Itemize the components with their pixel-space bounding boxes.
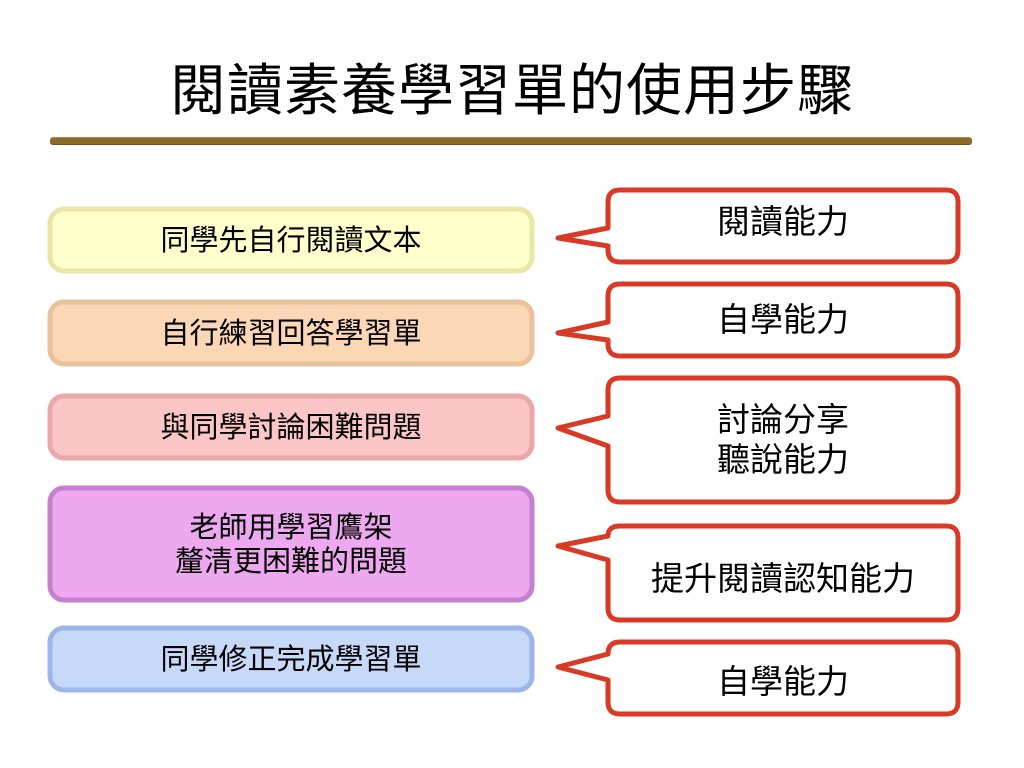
ability-callout-4 bbox=[555, 523, 961, 623]
step-box-4 bbox=[47, 485, 535, 603]
ability-label-1: 閱讀能力 bbox=[717, 202, 849, 241]
title-divider bbox=[50, 138, 972, 144]
ability-callout-1 bbox=[555, 187, 961, 265]
page-title: 閱讀素養學習單的使用步驟 bbox=[170, 59, 854, 124]
step-label-4: 老師用學習鷹架 釐清更困難的問題 bbox=[174, 510, 407, 578]
step-box-5 bbox=[47, 625, 535, 693]
step-label-2: 自行練習回答學習單 bbox=[160, 316, 422, 350]
step-box-2 bbox=[47, 299, 535, 367]
ability-callout-3 bbox=[555, 375, 961, 505]
ability-label-2: 自學能力 bbox=[717, 300, 849, 339]
step-label-1: 同學先自行閱讀文本 bbox=[160, 223, 422, 257]
ability-label-4: 提升閱讀認知能力 bbox=[651, 559, 915, 598]
ability-label-5: 自學能力 bbox=[717, 662, 849, 701]
step-label-5: 同學修正完成學習單 bbox=[160, 642, 422, 676]
ability-callout-2 bbox=[555, 281, 961, 359]
step-box-1 bbox=[47, 206, 535, 274]
step-label-3: 與同學討論困難問題 bbox=[160, 410, 422, 444]
ability-label-3: 討論分享 聽說能力 bbox=[717, 400, 849, 479]
step-box-3 bbox=[47, 393, 535, 461]
ability-callout-5 bbox=[555, 639, 961, 717]
